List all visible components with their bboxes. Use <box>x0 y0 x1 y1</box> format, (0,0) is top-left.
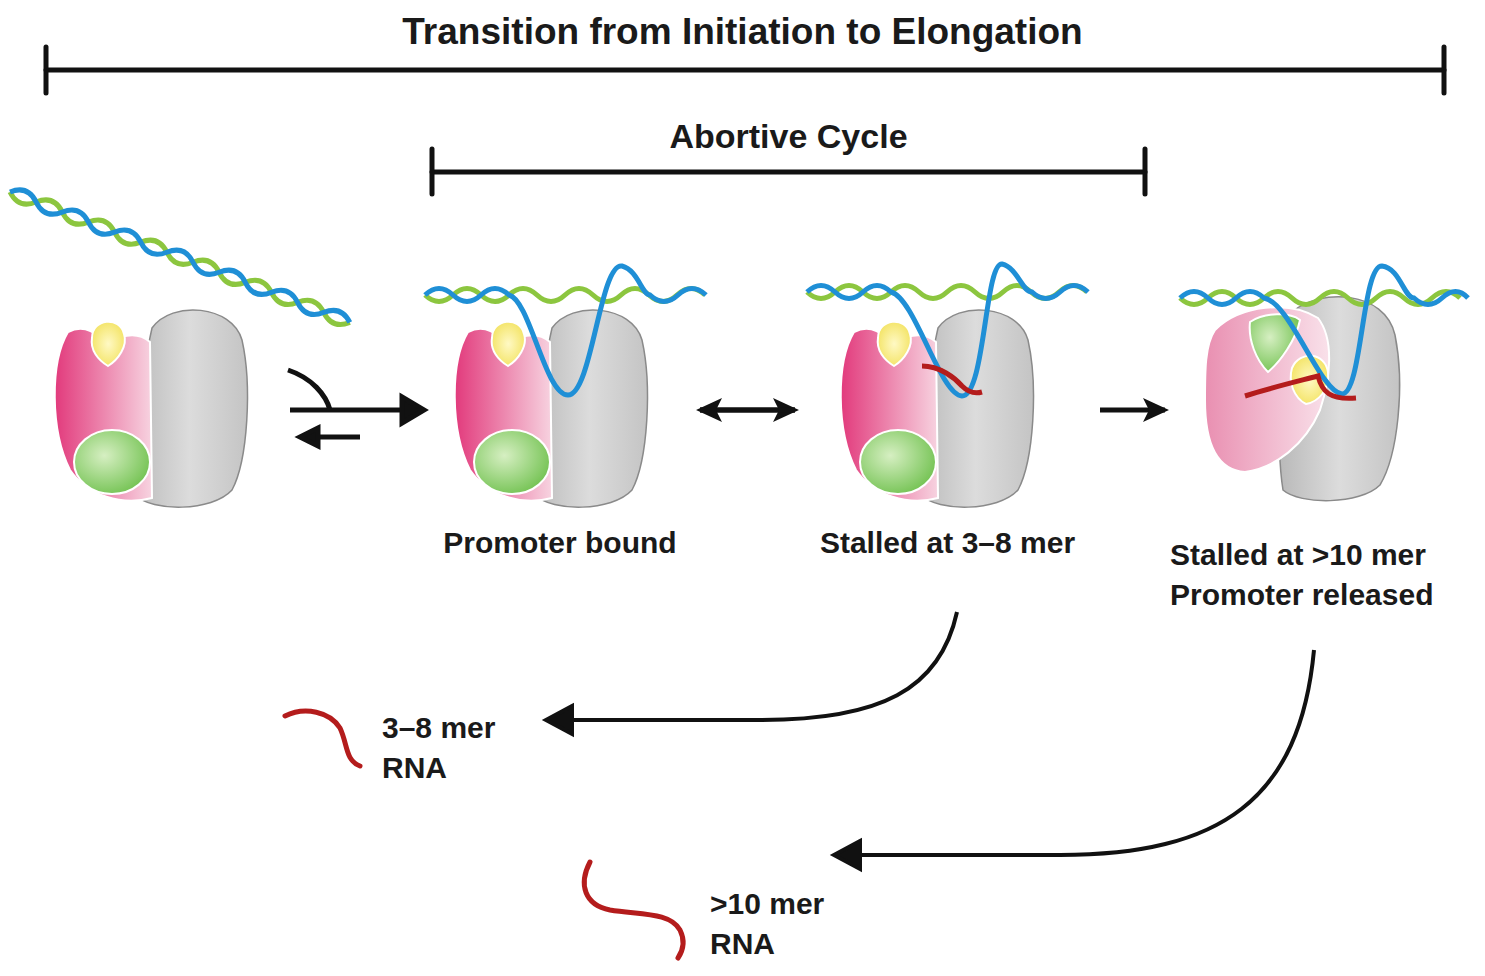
bracket-label: Abortive Cycle <box>432 114 1145 158</box>
state-caption: Promoter bound <box>420 523 700 563</box>
state-node: Stalled at >10 mer Promoter released <box>1165 255 1475 620</box>
polymerase <box>455 310 648 507</box>
equilibrium-arrow <box>288 370 424 446</box>
diagram-title: Transition from Initiation to Elongation <box>0 10 1485 54</box>
flow-arrow <box>1100 408 1165 413</box>
release-arrow <box>546 612 1314 869</box>
state-node: Stalled at 3–8 mer <box>795 255 1100 585</box>
rna-label: 3–8 mer RNA <box>382 708 532 788</box>
polymerase <box>1205 297 1400 501</box>
rna-label: >10 mer RNA <box>710 884 860 964</box>
dna-bubble <box>807 264 1088 396</box>
dna-helix <box>8 186 352 329</box>
polymerase <box>841 310 1034 507</box>
polymerase <box>55 310 248 507</box>
dna-bubble <box>1180 266 1468 398</box>
state-caption: Stalled at >10 mer Promoter released <box>1170 535 1475 615</box>
flow-arrow <box>700 408 795 413</box>
bracket <box>46 47 1444 194</box>
rna-strand <box>285 711 683 958</box>
state-node: Promoter bound <box>420 255 700 585</box>
flow-arrow <box>700 408 795 413</box>
state-caption: Stalled at 3–8 mer <box>795 523 1100 563</box>
dna-bubble <box>425 266 706 395</box>
